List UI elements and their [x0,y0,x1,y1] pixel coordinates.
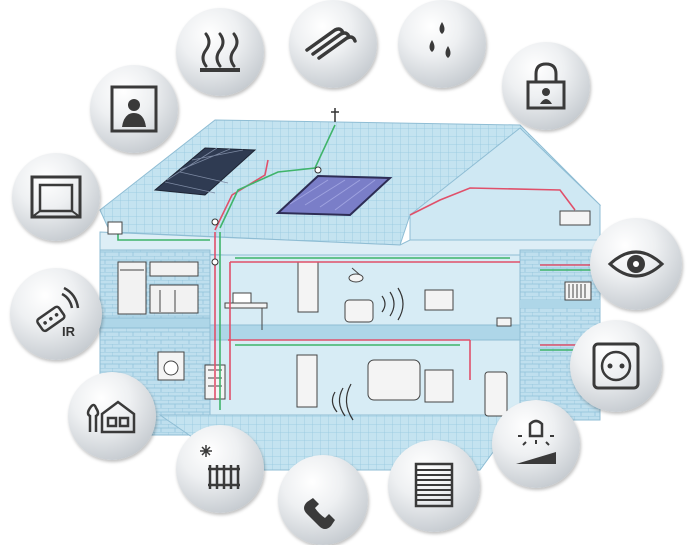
tv [424,289,454,311]
telephone-icon [304,498,335,529]
ir-remote-bubble: IR [10,268,102,360]
lower-floor [209,339,521,416]
blinds-bubble [388,440,480,532]
kitchen [117,261,199,315]
socket-bubble [570,320,662,412]
pipes-icon [305,27,357,60]
telephone-bubble [278,455,368,545]
lock-icon [526,62,566,110]
light-bubble [492,400,580,488]
water-drops-icon [429,22,451,58]
blinds-icon [414,462,454,508]
boiler [367,359,508,417]
radiator-bubble [176,425,264,513]
door-upper [297,261,319,313]
antenna [331,108,339,122]
solar-panel [153,147,257,196]
presence-bubble [90,65,178,153]
outdoor-house-icon [86,400,136,434]
socket-icon [592,342,640,390]
light-dimmer-icon [516,419,556,464]
smart-home-diagram: IR [10,0,682,545]
speaker-waves [381,287,404,321]
gable [409,127,601,241]
ceiling-lamp [348,273,364,283]
house-illustration [99,108,602,471]
heating-icon [200,32,240,72]
ir-remote-icon: IR [36,286,80,339]
outdoor-house-bubble [68,372,156,460]
heating-bubble [176,8,264,96]
solar-collector [275,174,393,217]
pipes-bubble [289,0,377,88]
fireplace-bubble [12,153,100,241]
wave-lower [331,383,354,421]
ir-label: IR [62,324,76,339]
eye-icon [607,250,665,278]
eye-bubble [590,218,682,310]
fireplace-icon [30,175,82,219]
attic-device [559,210,591,226]
lock-bubble [502,42,590,130]
presence-sensor-icon [110,85,158,133]
radiator-snow-icon [200,445,240,489]
door-lower [296,354,318,408]
washing-machine [157,351,185,381]
armchair [344,299,374,323]
water-bubble [398,0,486,88]
